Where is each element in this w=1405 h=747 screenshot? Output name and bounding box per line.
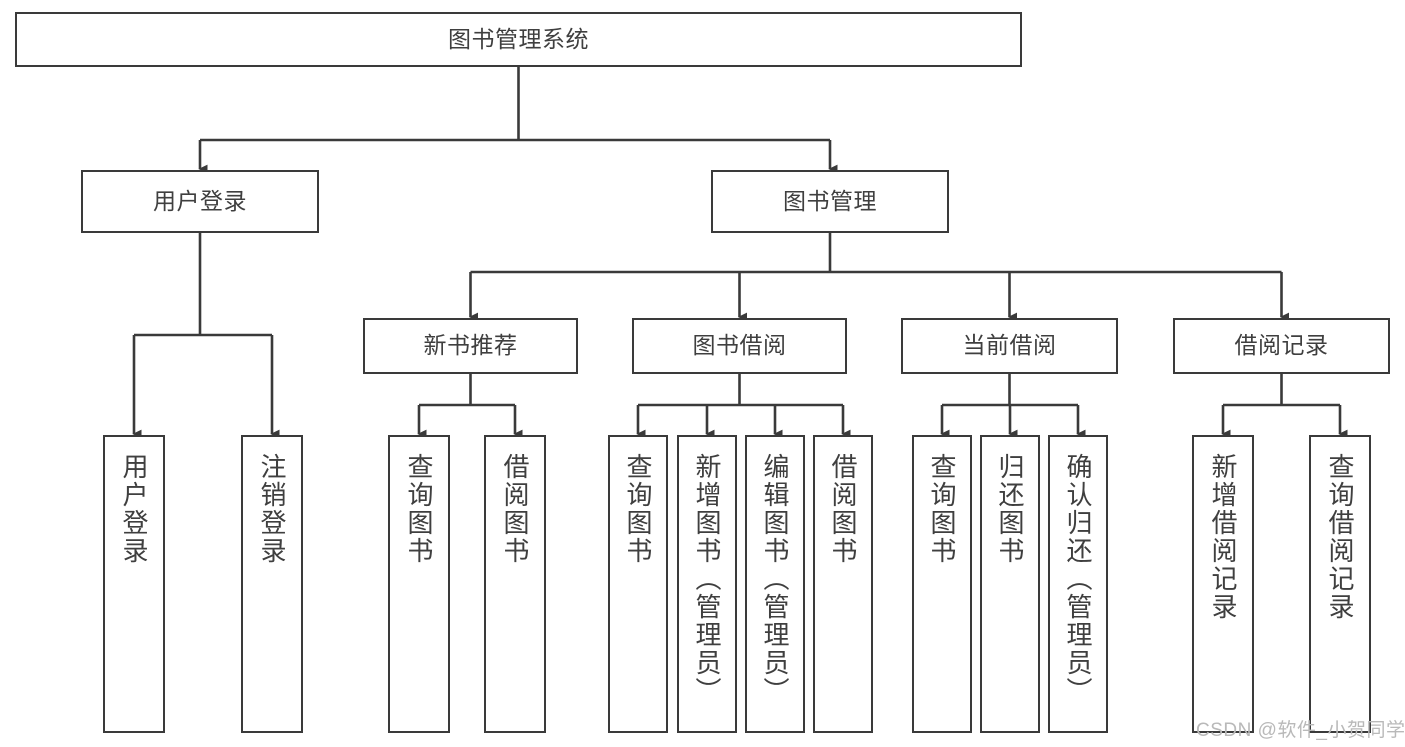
node-leaf-bb-borrow[interactable]: 借阅图书 (813, 435, 873, 733)
node-borrow-record[interactable]: 借阅记录 (1173, 318, 1390, 374)
node-leaf-cb-query[interactable]: 查询图书 (912, 435, 972, 733)
node-label: 归还图书 (995, 453, 1025, 565)
node-label: 图书借阅 (692, 332, 787, 359)
node-leaf-cb-confirm[interactable]: 确认归还（管理员） (1048, 435, 1108, 733)
connector-lines (132, 67, 1348, 439)
node-book-manage[interactable]: 图书管理 (711, 170, 949, 233)
node-label: 新增图书（管理员） (692, 453, 722, 705)
node-label: 注销登录 (257, 453, 287, 565)
node-label: 图书管理 (783, 187, 877, 214)
node-leaf-user-login[interactable]: 用户登录 (103, 435, 165, 733)
node-label: 新书推荐 (423, 332, 518, 359)
node-label: 借阅图书 (828, 453, 858, 565)
node-label: 用户登录 (153, 187, 247, 214)
node-label: 用户登录 (119, 453, 149, 565)
node-user-login[interactable]: 用户登录 (81, 170, 319, 233)
node-label: 查询图书 (404, 453, 434, 565)
node-leaf-rec-query[interactable]: 查询图书 (388, 435, 450, 733)
node-leaf-br-add[interactable]: 新增借阅记录 (1192, 435, 1254, 733)
node-new-book-rec[interactable]: 新书推荐 (363, 318, 578, 374)
node-root[interactable]: 图书管理系统 (15, 12, 1022, 67)
node-leaf-user-logout[interactable]: 注销登录 (241, 435, 303, 733)
node-leaf-cb-return[interactable]: 归还图书 (980, 435, 1040, 733)
node-leaf-bb-edit[interactable]: 编辑图书（管理员） (745, 435, 805, 733)
node-label: 编辑图书（管理员） (760, 453, 790, 705)
node-label: 查询图书 (927, 453, 957, 565)
node-label: 新增借阅记录 (1208, 453, 1238, 621)
node-leaf-bb-add[interactable]: 新增图书（管理员） (677, 435, 737, 733)
node-label: 查询图书 (623, 453, 653, 565)
node-book-borrow[interactable]: 图书借阅 (632, 318, 847, 374)
node-label: 查询借阅记录 (1325, 453, 1355, 621)
node-label: 确认归还（管理员） (1063, 453, 1093, 705)
node-label: 借阅图书 (500, 453, 530, 565)
node-leaf-rec-borrow[interactable]: 借阅图书 (484, 435, 546, 733)
node-label: 当前借阅 (962, 332, 1057, 359)
node-leaf-bb-query[interactable]: 查询图书 (608, 435, 668, 733)
node-label: 借阅记录 (1234, 332, 1329, 359)
node-leaf-br-query[interactable]: 查询借阅记录 (1309, 435, 1371, 733)
node-current-borrow[interactable]: 当前借阅 (901, 318, 1118, 374)
node-label: 图书管理系统 (448, 25, 589, 52)
